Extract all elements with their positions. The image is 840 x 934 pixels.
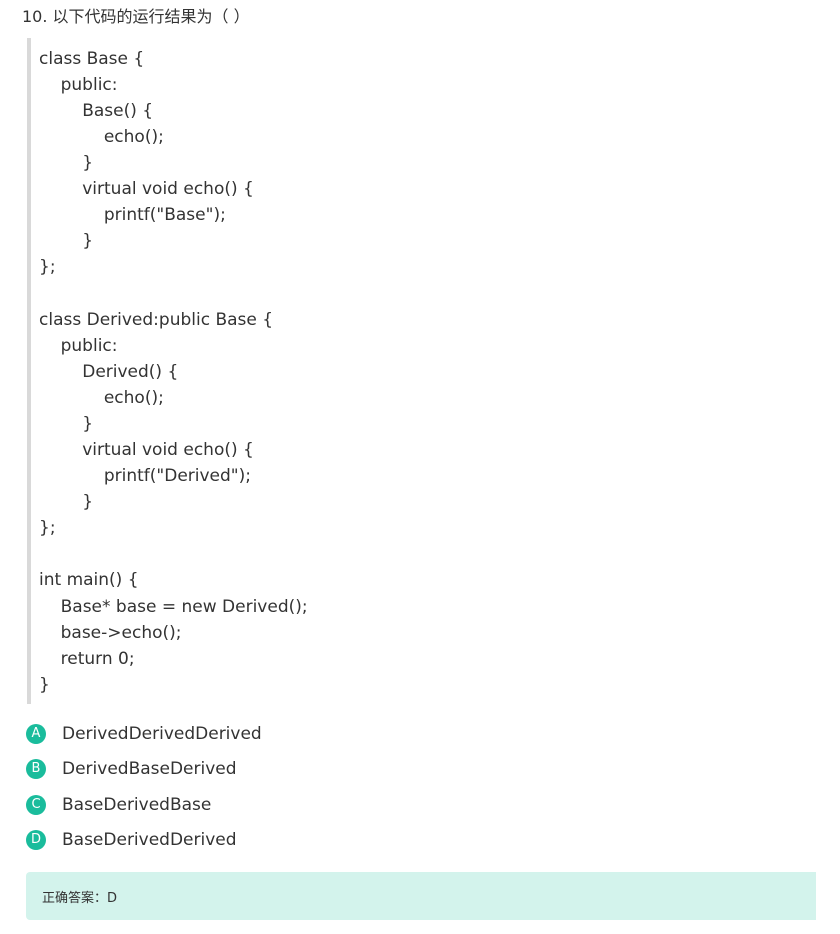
code-line: printf("Derived"); xyxy=(39,466,251,486)
code-line: base->echo(); xyxy=(39,623,182,643)
code-line: Base* base = new Derived(); xyxy=(39,597,308,617)
option-a-text: DerivedDerivedDerived xyxy=(62,724,262,744)
code-line: virtual void echo() { xyxy=(39,179,254,199)
option-b-text: DerivedBaseDerived xyxy=(62,759,237,779)
code-line: Derived() { xyxy=(39,362,179,382)
option-d[interactable]: D BaseDerivedDerived xyxy=(26,826,426,854)
code-line: Base() { xyxy=(39,101,154,121)
code-line: } xyxy=(39,492,94,512)
option-d-text: BaseDerivedDerived xyxy=(62,830,237,850)
option-a[interactable]: A DerivedDerivedDerived xyxy=(26,720,426,748)
code-line: class Base { xyxy=(39,49,145,69)
option-d-badge: D xyxy=(26,830,46,850)
code-line: }; xyxy=(39,257,56,277)
correct-answer-text: 正确答案：D xyxy=(42,890,118,906)
option-b-badge: B xyxy=(26,759,46,779)
code-line: class Derived:public Base { xyxy=(39,310,274,330)
code-line: virtual void echo() { xyxy=(39,440,254,460)
code-block: class Base { public: Base() { echo(); } … xyxy=(27,38,807,704)
question-title: 10. 以下代码的运行结果为（ ） xyxy=(22,7,250,26)
option-a-badge: A xyxy=(26,724,46,744)
code-line: } xyxy=(39,153,94,173)
code-line: int main() { xyxy=(39,570,139,590)
code-line: echo(); xyxy=(39,388,164,408)
code-line: public: xyxy=(39,75,118,95)
option-c-text: BaseDerivedBase xyxy=(62,795,212,815)
option-b[interactable]: B DerivedBaseDerived xyxy=(26,755,426,783)
code-line: return 0; xyxy=(39,649,135,669)
code-line: } xyxy=(39,414,94,434)
code-line: echo(); xyxy=(39,127,164,147)
option-c-badge: C xyxy=(26,795,46,815)
code-line: } xyxy=(39,675,50,695)
code-line: } xyxy=(39,231,94,251)
code-line: }; xyxy=(39,518,56,538)
code-line: public: xyxy=(39,336,118,356)
option-c[interactable]: C BaseDerivedBase xyxy=(26,791,426,819)
correct-answer-box: 正确答案：D xyxy=(26,872,816,920)
code-line: printf("Base"); xyxy=(39,205,226,225)
